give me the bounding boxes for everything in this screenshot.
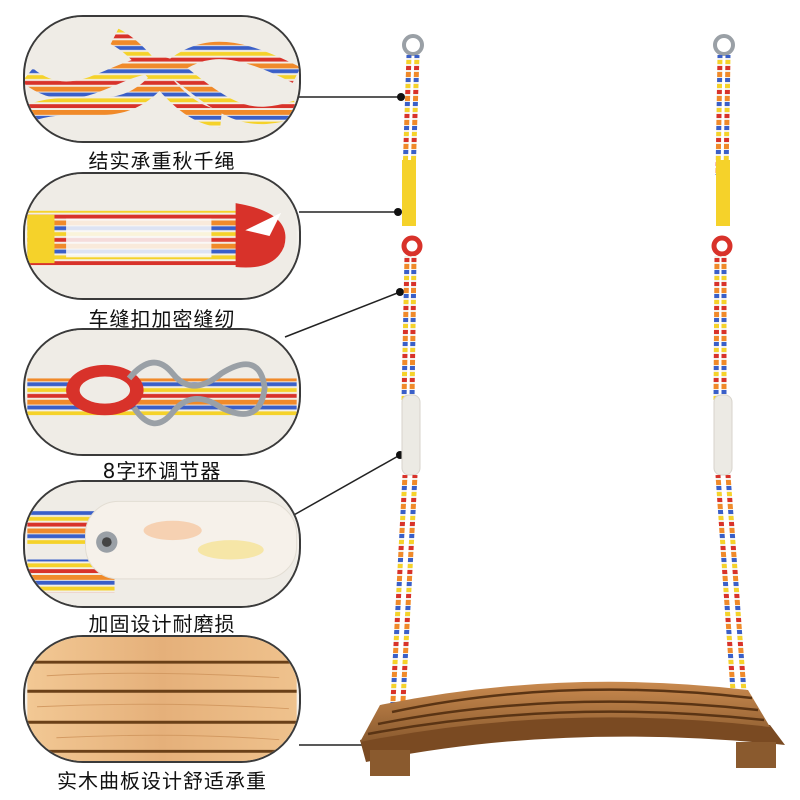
wood-board-closeup-icon — [27, 637, 297, 761]
figure-eight-ring-closeup-icon — [27, 330, 297, 454]
callout-stitch — [23, 172, 301, 300]
right-rope — [711, 34, 749, 721]
stitched-loop-closeup-icon — [27, 174, 297, 298]
callout-seat — [23, 635, 301, 763]
caption-stitch: 车缝扣加密缝纫 — [88, 307, 236, 331]
caption-rope: 结实承重秋千绳 — [88, 149, 236, 173]
caption-seat: 实木曲板设计舒适承重 — [57, 769, 267, 793]
callout-rope — [23, 15, 301, 143]
caption-sleeve: 加固设计耐磨损 — [88, 612, 236, 636]
left-rope — [389, 34, 424, 721]
caption-adjuster: 8字环调节器 — [102, 459, 222, 483]
callout-connectors — [284, 96, 401, 746]
protective-sleeve-closeup-icon — [27, 482, 298, 606]
callout-sleeve — [23, 480, 301, 608]
callout-adjuster — [23, 328, 301, 456]
wooden-seat — [360, 681, 785, 776]
knot-closeup-icon — [25, 17, 299, 141]
